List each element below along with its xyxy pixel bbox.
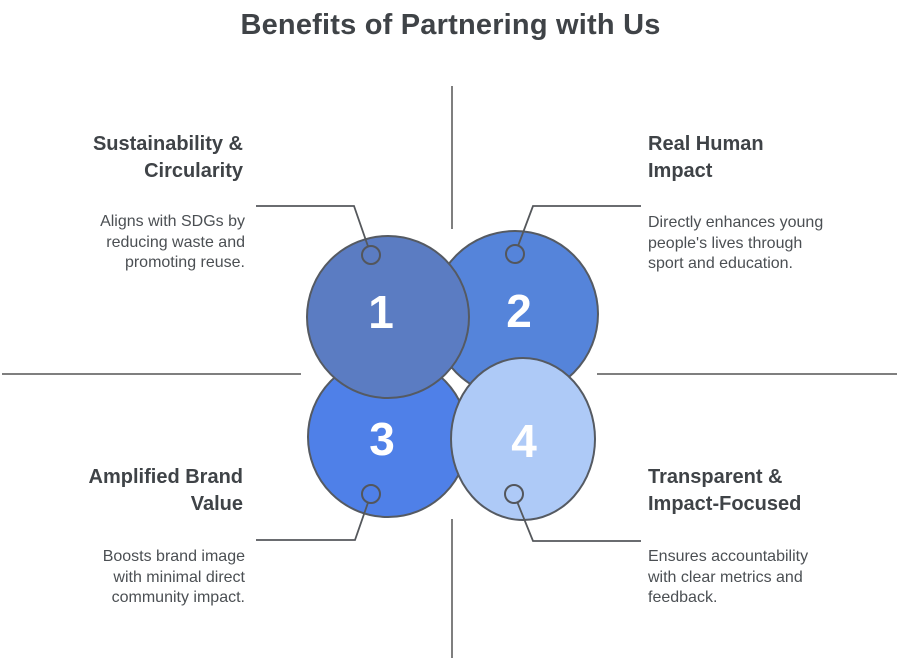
- quadrant-3-heading: Amplified Brand Value: [88, 466, 243, 515]
- page-title: Benefits of Partnering with Us: [240, 9, 661, 41]
- circle-4: [450, 357, 596, 521]
- quadrant-1-description: Aligns with SDGs by reducing waste and p…: [100, 213, 245, 271]
- quadrant-3-description: Boosts brand image with minimal direct c…: [102, 548, 245, 606]
- callout-line-3: [256, 493, 372, 541]
- circle-1: [306, 235, 470, 399]
- connector-ring-1: [361, 245, 381, 265]
- quadrant-4-description: Ensures accountability with clear metric…: [648, 548, 809, 606]
- circle-3-number: 3: [369, 413, 395, 465]
- circle-4-number: 4: [511, 415, 537, 467]
- quadrant-4-heading: Transparent & Impact-Focused: [648, 466, 802, 515]
- callout-line-2: [514, 205, 641, 255]
- quadrant-2-description: Directly enhances young people's lives t…: [648, 214, 824, 272]
- connector-ring-4: [504, 484, 524, 504]
- callout-line-4: [513, 493, 641, 542]
- circle-1-number: 1: [368, 286, 394, 338]
- quadrant-1-heading: Sustainability & Circularity: [92, 133, 243, 182]
- connector-ring-2: [505, 244, 525, 264]
- connector-ring-3: [361, 484, 381, 504]
- callout-line-1: [256, 205, 372, 256]
- quadrant-2-heading: Real Human Impact: [648, 133, 764, 182]
- circle-2-number: 2: [506, 285, 532, 337]
